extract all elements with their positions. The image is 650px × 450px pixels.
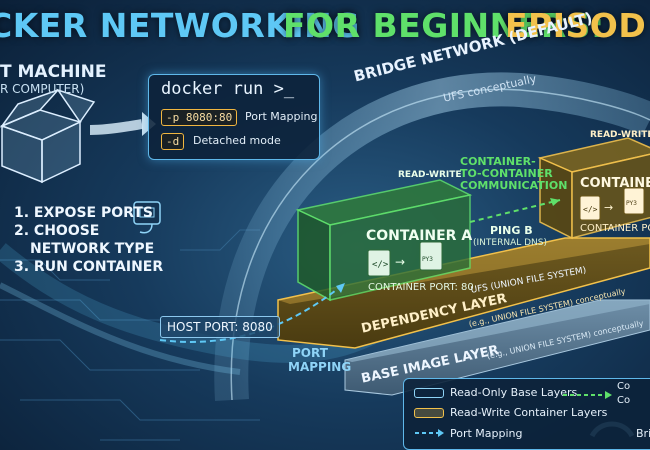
communication-line-1: CONTAINER- <box>460 155 536 168</box>
dependency-layer-slab <box>277 237 650 349</box>
port-mapping-label: PORT MAPPING <box>288 346 351 374</box>
legend-communication-arrow <box>563 391 612 399</box>
ping-label: PING B <box>490 224 533 237</box>
step-2: 2. CHOOSE <box>14 223 100 239</box>
flag-port-desc: Port Mapping <box>245 110 318 123</box>
flag-port: -p 8080:80 <box>161 109 238 126</box>
python-file-icon-b <box>623 187 645 215</box>
flag-detached: -d <box>161 133 185 150</box>
legend-swatch-readwrite <box>414 408 444 418</box>
circuit-lines <box>0 229 260 441</box>
port-mapping-line-1: PORT <box>292 346 328 360</box>
communication-line-3: COMMUNICATION <box>460 179 568 192</box>
container-a-box <box>295 179 473 302</box>
ping-arrow <box>469 199 561 223</box>
svg-text:</>: </> <box>372 260 389 270</box>
flag-detached-desc: Detached mode <box>193 134 281 147</box>
title-part-1: CKER NETWORKING <box>0 6 360 45</box>
svg-text:→: → <box>604 201 613 214</box>
code-file-icon-b: </> <box>579 195 601 221</box>
title-part-2: FOR BEGINNERS: <box>283 6 605 45</box>
step-3: 3. RUN CONTAINER <box>14 259 164 275</box>
container-a-port: CONTAINER PORT: 80 <box>368 282 474 293</box>
legend-label-readwrite: Read-Write Container Layers <box>450 406 608 419</box>
page-title: CKER NETWORKING FOR BEGINNERS: EPISOD <box>0 4 650 48</box>
box-icon <box>0 88 96 184</box>
container-a-name: CONTAINER A <box>366 228 473 244</box>
legend-label-comm-2: Co <box>617 395 631 406</box>
dns-label: (INTERNAL DNS) <box>473 238 547 248</box>
legend-port-mapping-arrow <box>415 429 444 437</box>
container-b-tag: READ-WRITE <box>590 130 650 140</box>
arrow-right-icon <box>89 119 143 135</box>
ethernet-port-icon <box>133 201 161 234</box>
code-file-icon: </> <box>367 249 391 277</box>
legend-label-comm-1: Co <box>617 381 631 392</box>
steps-list: 1. EXPOSE PORTS 2. CHOOSE NETWORK TYPE 3… <box>14 204 163 276</box>
step-2-cont: NETWORK TYPE <box>30 241 155 257</box>
container-b-name: CONTAINER B <box>580 176 650 191</box>
command-title: docker run >_ <box>161 79 295 99</box>
container-a-tag: READ-WRITE <box>398 170 462 180</box>
legend-label-port-mapping: Port Mapping <box>450 427 523 440</box>
container-a-file: PY3 <box>422 256 433 263</box>
legend-swatch-readonly <box>414 388 444 398</box>
legend-label-bridge: Brid <box>636 427 650 440</box>
title-part-3: EPISOD <box>505 6 647 45</box>
step-1: 1. EXPOSE PORTS <box>14 205 153 221</box>
port-mapping-line-2: MAPPING <box>288 360 352 374</box>
legend-label-readonly: Read-Only Base Layers <box>450 386 578 399</box>
command-box: docker run >_ -p 8080:80 Port Mapping -d… <box>148 74 320 160</box>
host-machine-subtitle: R COMPUTER) <box>0 82 85 96</box>
container-b-file: PY3 <box>626 200 637 207</box>
communication-label: CONTAINER- TO-CONTAINER COMMUNICATION <box>460 156 567 192</box>
container-b-port: CONTAINER POR <box>580 223 650 234</box>
legend: Read-Only Base Layers Read-Write Contain… <box>403 378 650 450</box>
svg-text:</>: </> <box>583 205 598 214</box>
host-machine-title: T MACHINE <box>0 62 107 82</box>
communication-line-2: TO-CONTAINER <box>460 167 553 180</box>
host-port-badge: HOST PORT: 8080 <box>160 316 280 338</box>
python-file-icon <box>419 241 443 271</box>
file-arrow-a: → <box>395 255 405 269</box>
